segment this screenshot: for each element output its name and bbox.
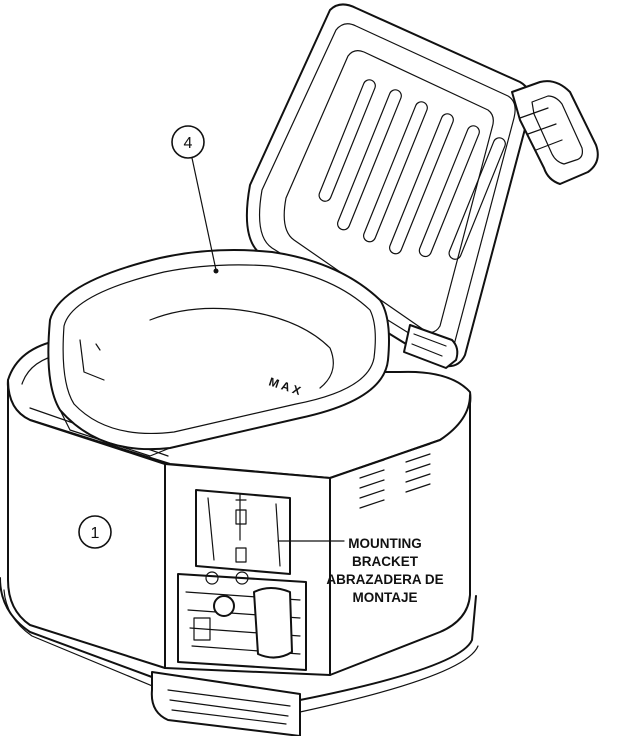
label-line-4: MONTAJE: [352, 590, 417, 605]
fryer-basket: MAX 4: [47, 125, 390, 457]
callout-4: 4: [171, 125, 219, 274]
callout-4-number: 4: [184, 135, 193, 152]
callout-1-number: 1: [91, 525, 100, 542]
label-line-1: MOUNTING: [348, 536, 422, 551]
callout-1: 1: [78, 515, 112, 549]
cord-compartment: [177, 571, 307, 671]
callout-1-circle: [78, 515, 112, 549]
lid-vent-slots: [318, 79, 506, 260]
mounting-bracket-label: MOUNTING BRACKET ABRAZADERA DE MONTAJE: [277, 536, 444, 605]
label-line-3: ABRAZADERA DE: [326, 572, 443, 587]
label-line-2: BRACKET: [352, 554, 419, 569]
callout-4-leader: [191, 157, 217, 271]
callout-4-circle: [171, 125, 205, 159]
lid-hinge: [403, 324, 459, 369]
lid-handle: [511, 80, 599, 185]
callout-4-dot: [213, 268, 219, 274]
base-right-vents: [359, 443, 431, 509]
mounting-bracket: [195, 489, 291, 575]
